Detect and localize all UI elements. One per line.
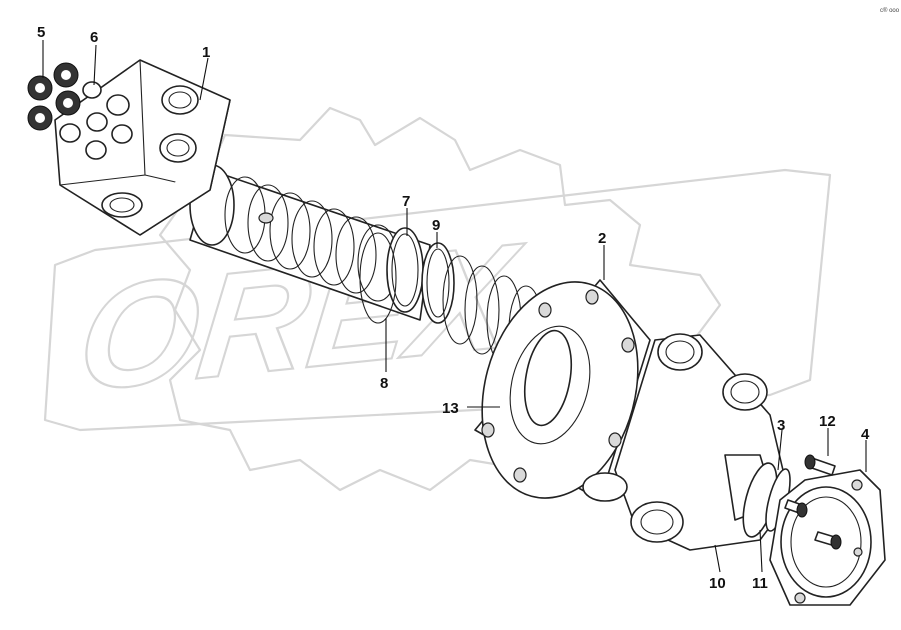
callout-2: 2 [598, 230, 606, 247]
callout-8: 8 [380, 375, 388, 392]
callout-3: 3 [777, 417, 785, 434]
corner-mark: c® ooo [880, 7, 900, 14]
callout-11: 11 [752, 575, 768, 592]
callout-4: 4 [861, 426, 870, 443]
part-7-ring [386, 227, 424, 313]
callout-7: 7 [402, 193, 410, 210]
callout-13: 13 [442, 400, 459, 417]
callout-1: 1 [202, 44, 210, 61]
callout-9: 9 [432, 217, 440, 234]
callout-6: 6 [90, 29, 98, 46]
callout-10: 10 [709, 575, 726, 592]
part-5-caps [27, 62, 81, 131]
callout-12: 12 [819, 413, 836, 430]
callout-labels: 1 2 3 4 5 6 7 8 9 10 11 12 13 [37, 24, 870, 592]
part-1-valve-body [54, 59, 431, 321]
part-9-ring [421, 242, 455, 324]
part-13-seal [523, 329, 573, 427]
leader-lines [42, 40, 867, 573]
callout-5: 5 [37, 24, 45, 41]
part-12-bolts [784, 454, 842, 550]
